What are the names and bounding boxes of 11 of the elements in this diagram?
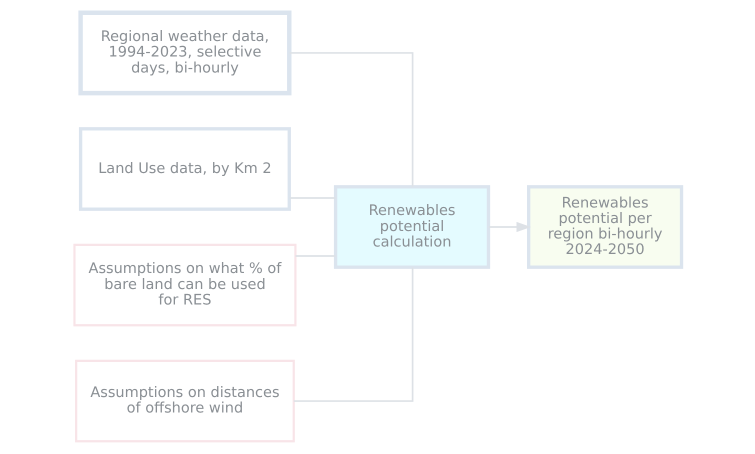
node-box: Assumptions on what % of bare land can be used for RES: [72, 244, 296, 326]
connector: [288, 52, 413, 187]
node-box: Land Use data, by Km 2: [78, 127, 290, 211]
node-box: Renewables potential per region bi-hourly 2024-2050: [526, 185, 683, 269]
node-box: Regional weather data, 1994-2023, selective days, bi-hourly: [78, 10, 292, 96]
node-box: Assumptions on distances of offshore wind: [74, 360, 294, 442]
arrow: [488, 222, 531, 232]
connector: [293, 267, 413, 402]
node-box: Renewables potential calculation: [333, 185, 490, 269]
connector: [289, 197, 335, 199]
connector: [295, 255, 335, 257]
